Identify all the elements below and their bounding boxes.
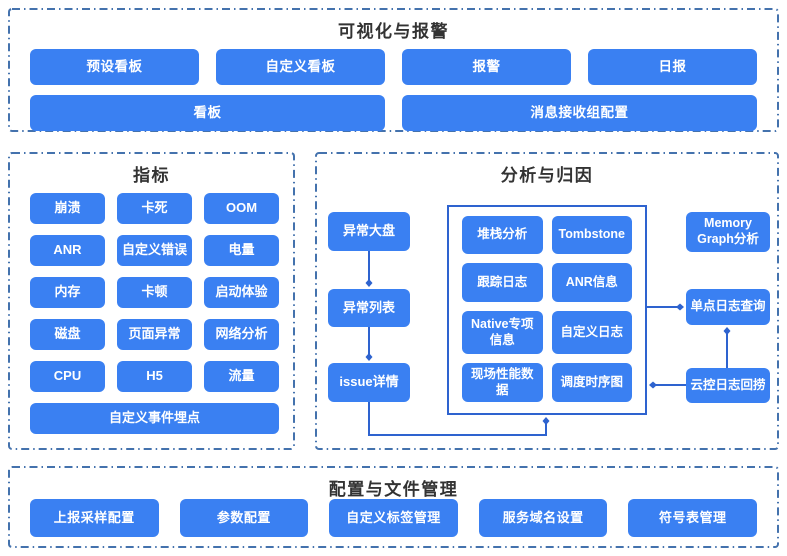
custom-dashboard-button[interactable]: 自定义看板 xyxy=(216,49,385,85)
symbol-table-management-button[interactable]: 符号表管理 xyxy=(628,499,757,537)
config-button-grid: 上报采样配置 参数配置 自定义标签管理 服务域名设置 符号表管理 xyxy=(30,499,757,537)
visualization-button-grid: 预设看板 自定义看板 报警 日报 看板 消息接收组配置 xyxy=(30,49,757,131)
traffic-button[interactable]: 流量 xyxy=(204,361,279,392)
oom-button[interactable]: OOM xyxy=(204,193,279,224)
disk-button[interactable]: 磁盘 xyxy=(30,319,105,350)
daily-report-button[interactable]: 日报 xyxy=(588,49,757,85)
custom-error-button[interactable]: 自定义错误 xyxy=(117,235,192,266)
battery-button[interactable]: 电量 xyxy=(204,235,279,266)
anr-info-button[interactable]: ANR信息 xyxy=(551,263,632,302)
exception-list-button[interactable]: 异常列表 xyxy=(328,289,410,327)
cpu-button[interactable]: CPU xyxy=(30,361,105,392)
memory-button[interactable]: 内存 xyxy=(30,277,105,308)
freeze-button[interactable]: 卡死 xyxy=(117,193,192,224)
metrics-button-grid: 崩溃 卡死 OOM ANR 自定义错误 电量 内存 卡顿 启动体验 磁盘 页面异… xyxy=(30,193,279,434)
cloud-log-retrieval-button[interactable]: 云控日志回捞 xyxy=(686,368,770,403)
message-receive-group-config-button[interactable]: 消息接收组配置 xyxy=(402,95,757,131)
issue-detail-group-box: 堆栈分析 Tombstone 跟踪日志 ANR信息 Native专项信息 自定义… xyxy=(447,205,647,415)
runtime-performance-data-button[interactable]: 现场性能数据 xyxy=(462,363,543,402)
memory-graph-analysis-button[interactable]: Memory Graph分析 xyxy=(686,212,770,252)
section-analysis-attribution: 分析与归因 异常大盘 异常列表 issue详情 堆栈分析 Tombstone 跟… xyxy=(315,152,779,450)
preset-dashboard-button[interactable]: 预设看板 xyxy=(30,49,199,85)
section-visualization-alerting: 可视化与报警 预设看板 自定义看板 报警 日报 看板 消息接收组配置 xyxy=(8,8,779,132)
scheduling-timeline-button[interactable]: 调度时序图 xyxy=(551,363,632,402)
trace-log-button[interactable]: 跟踪日志 xyxy=(462,263,543,302)
alert-button[interactable]: 报警 xyxy=(402,49,571,85)
section-title-config: 配置与文件管理 xyxy=(328,480,459,499)
lag-button[interactable]: 卡顿 xyxy=(117,277,192,308)
section-metrics: 指标 崩溃 卡死 OOM ANR 自定义错误 电量 内存 卡顿 启动体验 磁盘 … xyxy=(8,152,295,450)
custom-event-tracking-button[interactable]: 自定义事件埋点 xyxy=(30,403,279,434)
report-sampling-config-button[interactable]: 上报采样配置 xyxy=(30,499,159,537)
service-domain-setting-button[interactable]: 服务域名设置 xyxy=(478,499,608,537)
native-special-info-button[interactable]: Native专项信息 xyxy=(462,311,543,354)
custom-log-button[interactable]: 自定义日志 xyxy=(551,311,632,354)
crash-button[interactable]: 崩溃 xyxy=(30,193,105,224)
section-title-visualization: 可视化与报警 xyxy=(338,22,449,41)
parameter-config-button[interactable]: 参数配置 xyxy=(179,499,309,537)
page-exception-button[interactable]: 页面异常 xyxy=(117,319,192,350)
section-title-metrics: 指标 xyxy=(133,166,170,185)
issue-detail-button[interactable]: issue详情 xyxy=(328,363,410,402)
anr-button[interactable]: ANR xyxy=(30,235,105,266)
tombstone-button[interactable]: Tombstone xyxy=(551,216,632,254)
dashboard-button[interactable]: 看板 xyxy=(30,95,385,131)
single-point-log-query-button[interactable]: 单点日志查询 xyxy=(686,289,770,325)
section-title-analysis: 分析与归因 xyxy=(500,166,594,185)
section-config-file-management: 配置与文件管理 上报采样配置 参数配置 自定义标签管理 服务域名设置 符号表管理 xyxy=(8,466,779,548)
exception-overview-button[interactable]: 异常大盘 xyxy=(328,212,410,251)
stack-analysis-button[interactable]: 堆栈分析 xyxy=(462,216,543,254)
launch-experience-button[interactable]: 启动体验 xyxy=(204,277,279,308)
h5-button[interactable]: H5 xyxy=(117,361,192,392)
network-analysis-button[interactable]: 网络分析 xyxy=(204,319,279,350)
custom-tag-management-button[interactable]: 自定义标签管理 xyxy=(329,499,458,537)
